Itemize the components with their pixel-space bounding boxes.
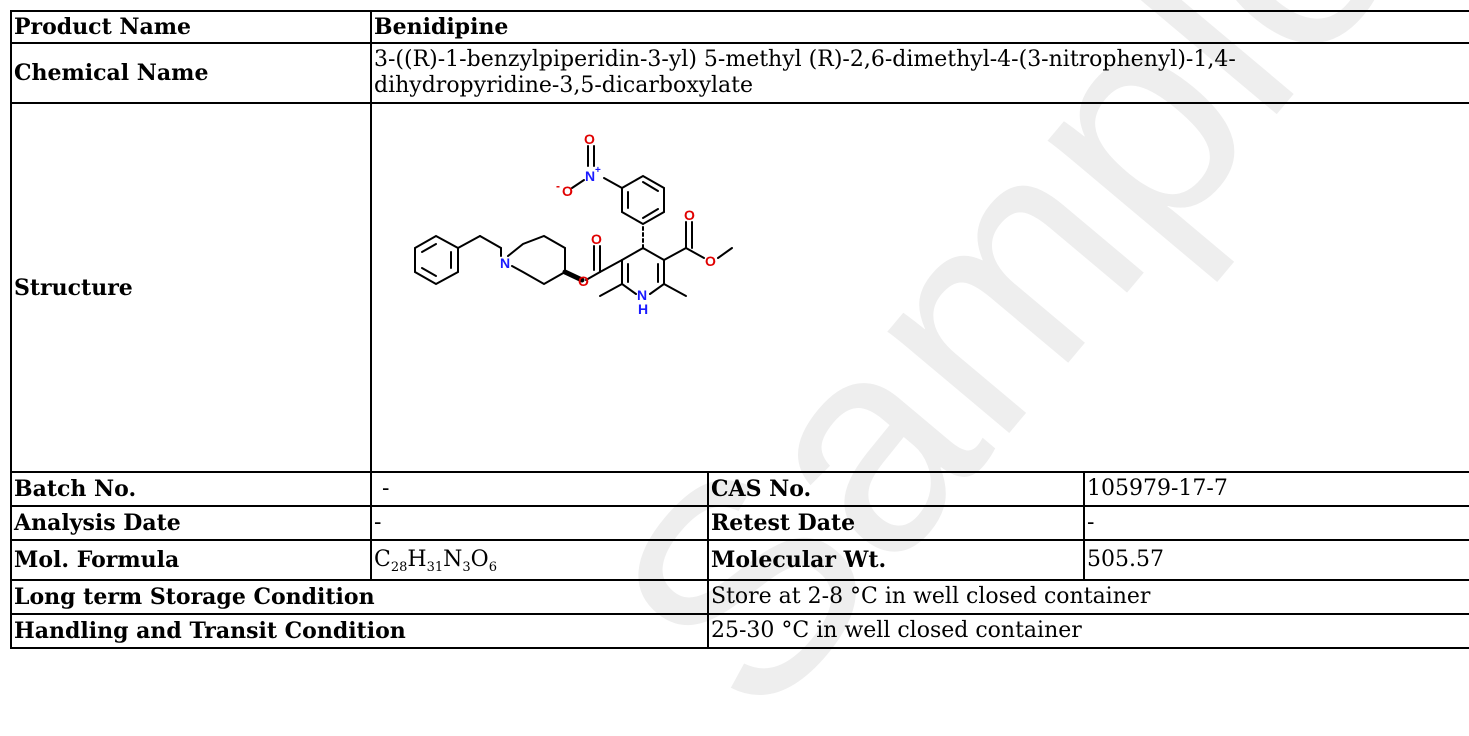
row-storage: Long term Storage Condition Store at 2-8… bbox=[10, 579, 1469, 615]
batch-no-label: Batch No. bbox=[10, 471, 372, 507]
atom-nh-h: H bbox=[638, 301, 648, 317]
formula-c-count: 28 bbox=[390, 560, 408, 575]
formula-o: O bbox=[470, 547, 489, 572]
chemical-name-label: Chemical Name bbox=[10, 42, 372, 104]
atom-o-ester2: O bbox=[705, 253, 716, 269]
batch-no-value: - bbox=[370, 471, 709, 507]
formula-n-count: 3 bbox=[462, 560, 471, 575]
formula-h: H bbox=[407, 547, 427, 572]
analysis-date-value: - bbox=[370, 505, 709, 541]
retest-date-label: Retest Date bbox=[707, 505, 1085, 541]
structure-cell: O N + O - N O O O O N H bbox=[370, 102, 1469, 473]
atom-o-ester2-carbonyl: O bbox=[684, 207, 695, 223]
atom-nh-n: N bbox=[637, 287, 647, 303]
atom-n-piperidine: N bbox=[500, 255, 510, 271]
molecular-wt-value: 505.57 bbox=[1083, 539, 1469, 581]
atom-plus: + bbox=[595, 165, 601, 176]
row-analysis-retest: Analysis Date - Retest Date - bbox=[10, 505, 1469, 541]
atom-o-ester1-carbonyl: O bbox=[591, 231, 602, 247]
handling-condition-label: Handling and Transit Condition bbox=[10, 613, 709, 649]
atom-n-plus: N bbox=[585, 168, 595, 184]
atom-o-top: O bbox=[584, 131, 595, 147]
row-formula-mw: Mol. Formula C28H31N3O6 Molecular Wt. 50… bbox=[10, 539, 1469, 581]
row-handling: Handling and Transit Condition 25-30 °C … bbox=[10, 613, 1469, 649]
formula-o-count: 6 bbox=[488, 560, 497, 575]
formula-h-count: 31 bbox=[426, 560, 444, 575]
coa-table: Product Name Benidipine Chemical Name 3-… bbox=[10, 10, 1469, 649]
chemical-name-value: 3-((R)-1-benzylpiperidin-3-yl) 5-methyl … bbox=[370, 42, 1469, 104]
analysis-date-label: Analysis Date bbox=[10, 505, 372, 541]
mol-formula-label: Mol. Formula bbox=[10, 539, 372, 581]
formula-c: C bbox=[374, 547, 391, 572]
chemical-name-line-1: 3-((R)-1-benzylpiperidin-3-yl) 5-methyl … bbox=[374, 47, 1236, 72]
product-name-label: Product Name bbox=[10, 10, 372, 44]
mol-formula-value: C28H31N3O6 bbox=[370, 539, 709, 581]
molecular-wt-label: Molecular Wt. bbox=[707, 539, 1085, 581]
molecule-structure: O N + O - N O O O O N H bbox=[414, 131, 733, 317]
storage-condition-value: Store at 2-8 °C in well closed container bbox=[707, 579, 1469, 615]
handling-condition-value: 25-30 °C in well closed container bbox=[707, 613, 1469, 649]
atom-minus: - bbox=[556, 179, 560, 193]
atom-o-ester1: O bbox=[578, 273, 589, 289]
structure-label: Structure bbox=[10, 102, 372, 473]
storage-condition-label: Long term Storage Condition bbox=[10, 579, 709, 615]
cas-no-value: 105979-17-7 bbox=[1083, 471, 1469, 507]
atom-o-minus: O bbox=[562, 183, 573, 199]
cas-no-label: CAS No. bbox=[707, 471, 1085, 507]
row-product-name: Product Name Benidipine bbox=[10, 10, 1469, 44]
formula-n: N bbox=[443, 547, 463, 572]
product-name-value: Benidipine bbox=[370, 10, 1469, 44]
chemical-name-line-2: dihydropyridine-3,5-dicarboxylate bbox=[374, 73, 754, 98]
retest-date-value: - bbox=[1083, 505, 1469, 541]
row-chemical-name: Chemical Name 3-((R)-1-benzylpiperidin-3… bbox=[10, 42, 1469, 104]
row-structure: Structure bbox=[10, 102, 1469, 473]
row-batch-cas: Batch No. - CAS No. 105979-17-7 bbox=[10, 471, 1469, 507]
